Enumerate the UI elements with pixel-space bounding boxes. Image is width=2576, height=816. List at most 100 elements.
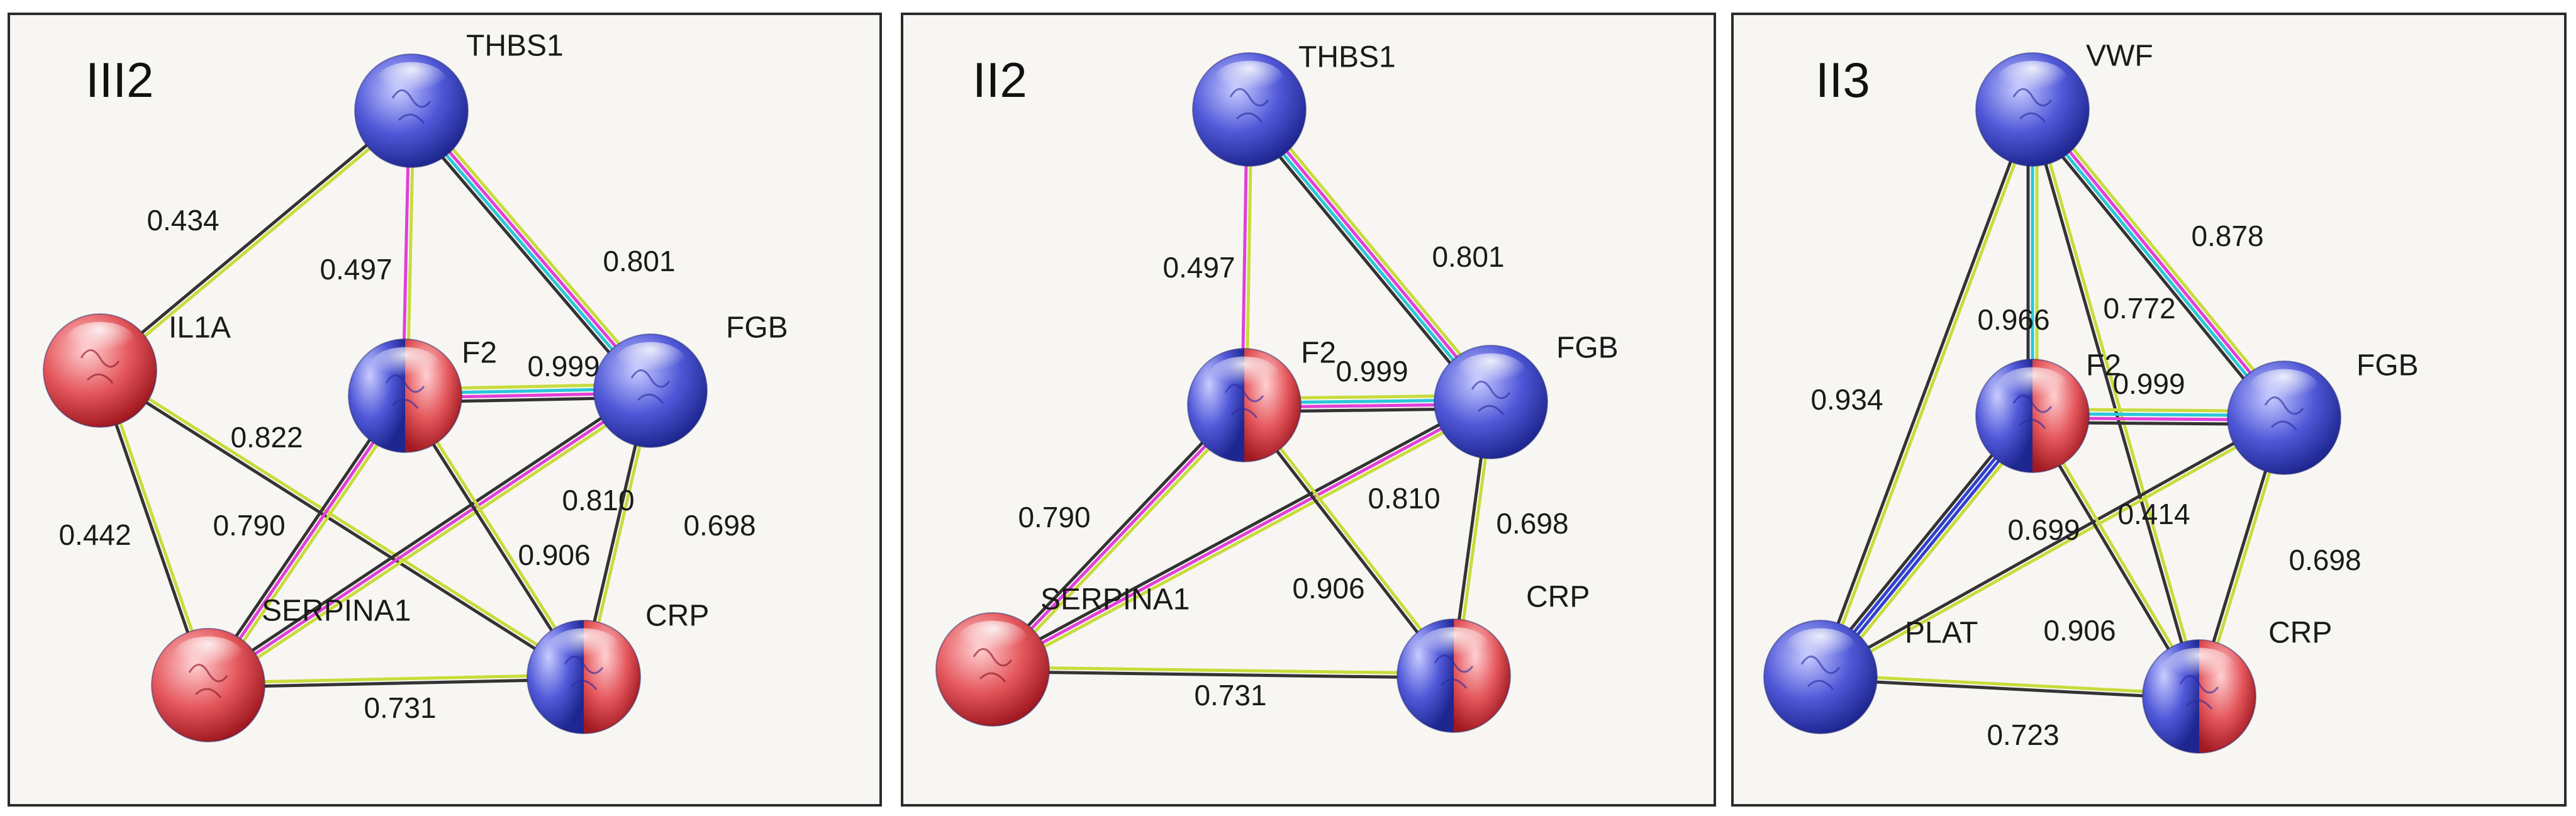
edge-fgb-serpina1 [989, 396, 1495, 675]
edge-thbs1-fgb [1242, 103, 1498, 408]
protein-node-crp[interactable] [2142, 639, 2256, 754]
edge-il1a-crp [97, 367, 587, 681]
protein-node-vwf[interactable] [1975, 52, 2090, 167]
protein-node-crp[interactable] [527, 620, 641, 734]
node-label-fgb: FGB [2356, 349, 2419, 383]
edge-evidence-line [991, 669, 1456, 679]
edge-evidence-line [991, 400, 1493, 671]
edge-evidence-line [1820, 108, 2036, 679]
protein-node-fgb[interactable] [593, 333, 708, 448]
edge-evidence-line [97, 107, 412, 371]
edge-evidence-line [206, 673, 586, 685]
edge-score-label: 0.801 [1432, 240, 1504, 273]
edge-serpina1-crp [991, 666, 1456, 679]
edge-score-label: 0.731 [1194, 679, 1266, 712]
edge-score-label: 0.698 [1496, 507, 1568, 540]
edge-score-label: 0.497 [1163, 251, 1235, 284]
protein-node-f2[interactable] [1187, 348, 1302, 462]
edge-evidence-line [2029, 108, 2199, 699]
protein-node-serpina1[interactable] [151, 628, 265, 742]
edge-evidence-line [415, 104, 657, 388]
edge-vwf-crp [2029, 107, 2203, 699]
node-label-vwf: VWF [2086, 40, 2153, 73]
panel-label: II2 [973, 52, 1027, 108]
edge-evidence-line [210, 396, 411, 690]
edge-evidence-line [2026, 112, 2281, 424]
edge-score-label: 0.699 [2007, 513, 2080, 546]
edge-score-label: 0.698 [2289, 544, 2361, 576]
edge-evidence-line [994, 406, 1249, 674]
node-label-crp: CRP [645, 600, 709, 633]
edge-score-label: 0.723 [1987, 718, 2059, 751]
edge-score-label: 0.999 [2112, 367, 2185, 400]
edge-evidence-line [1819, 673, 2201, 696]
edge-plat-crp [1819, 673, 2201, 700]
edge-evidence-line [1817, 107, 2032, 678]
edge-evidence-line [204, 385, 650, 683]
protein-node-fgb[interactable] [1434, 345, 1548, 459]
edge-score-label: 0.999 [527, 350, 599, 383]
edge-evidence-line [2029, 109, 2284, 421]
protein-node-f2[interactable] [348, 338, 462, 453]
protein-node-crp[interactable] [1397, 618, 1511, 733]
edge-evidence-line [1819, 677, 2201, 700]
edge-evidence-line [203, 391, 403, 685]
edge-evidence-line [993, 404, 1495, 675]
edge-score-label: 0.906 [1292, 572, 1364, 605]
edge-score-label: 0.414 [2117, 498, 2190, 530]
node-label-thbs1: THBS1 [1298, 41, 1396, 74]
edge-vwf-fgb [2026, 103, 2291, 424]
protein-node-il1a[interactable] [43, 313, 157, 428]
edge-score-label: 0.801 [603, 245, 675, 277]
edge-score-label: 0.966 [1977, 303, 2049, 336]
edge-evidence-line [1242, 112, 1488, 408]
edge-score-label: 0.822 [230, 421, 303, 454]
edge-score-label: 0.790 [1018, 501, 1090, 534]
edge-evidence-line [206, 394, 407, 687]
edge-evidence-line [989, 396, 1491, 668]
edge-evidence-line [988, 400, 1243, 668]
edge-evidence-line [1249, 106, 1495, 403]
protein-node-serpina1[interactable] [935, 612, 1050, 727]
edge-evidence-line [206, 677, 586, 689]
edge-score-label: 0.442 [59, 518, 131, 551]
edge-evidence-line [1817, 414, 2285, 677]
edge-evidence-line [99, 111, 415, 374]
panel-label: II3 [1815, 52, 1870, 108]
node-label-serpina1: SERPINA1 [262, 595, 411, 628]
node-label-fgb: FGB [726, 311, 788, 345]
node-label-plat: PLAT [1905, 617, 1978, 650]
edge-vwf-plat [1817, 107, 2036, 679]
edge-evidence-line [1246, 109, 1491, 405]
protein-node-thbs1[interactable] [1192, 52, 1307, 167]
node-label-thbs1: THBS1 [466, 30, 564, 63]
protein-node-thbs1[interactable] [354, 53, 469, 168]
edge-score-label: 0.810 [562, 484, 634, 517]
edge-serpina1-crp [206, 673, 586, 689]
protein-node-plat[interactable] [1763, 620, 1878, 734]
edge-score-label: 0.772 [2103, 292, 2175, 325]
edge-evidence-line [97, 371, 584, 681]
node-label-f2: F2 [462, 337, 497, 370]
edge-evidence-line [404, 113, 647, 397]
edge-evidence-line [411, 108, 654, 391]
edge-evidence-line [2032, 106, 2288, 418]
edge-evidence-line [408, 110, 650, 394]
edge-thbs1-il1a [97, 107, 415, 374]
edge-thbs1-fgb [404, 104, 657, 397]
edge-score-label: 0.878 [2191, 220, 2263, 252]
protein-node-f2[interactable] [1975, 359, 2090, 473]
edge-score-label: 0.497 [320, 253, 392, 286]
edge-f2-serpina1 [988, 400, 1249, 674]
node-label-f2: F2 [2086, 349, 2121, 383]
protein-node-fgb[interactable] [2227, 360, 2341, 475]
node-label-fgb: FGB [1556, 332, 1619, 365]
edge-score-label: 0.731 [364, 691, 436, 724]
node-label-serpina1: SERPINA1 [1040, 583, 1190, 617]
edge-evidence-line [2036, 103, 2291, 415]
edge-score-label: 0.999 [1335, 355, 1408, 388]
